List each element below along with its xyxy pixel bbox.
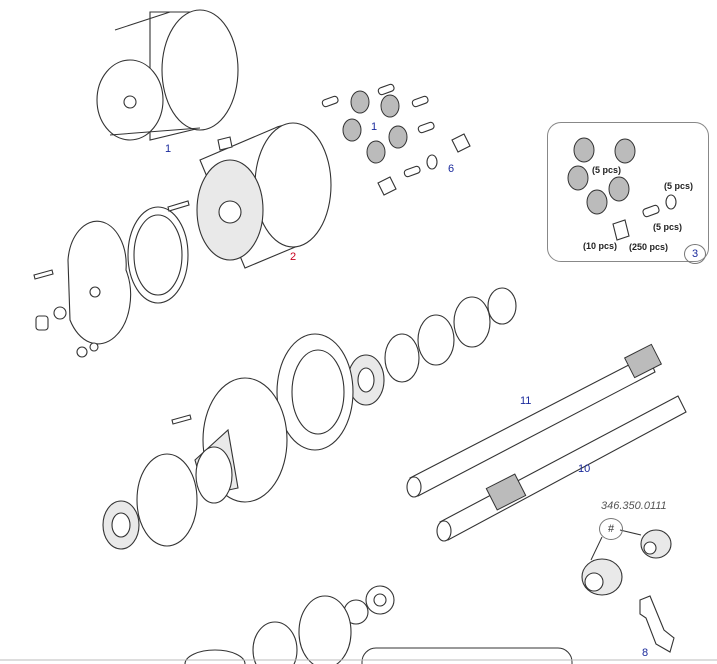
callout-1-rollers[interactable]: 1 [371, 121, 378, 133]
kit-inset-panel [547, 122, 709, 262]
callout-11[interactable]: 11 [520, 395, 532, 407]
qty-pin: (5 pcs) [653, 222, 683, 232]
callout-8[interactable]: 8 [642, 647, 649, 659]
part-number: 346.350.0111 [601, 500, 667, 512]
differential-parts[interactable] [581, 529, 675, 653]
plug[interactable] [35, 315, 49, 331]
inset-parts [567, 137, 677, 241]
partial-inset-frame [361, 647, 573, 664]
axle-shaft-11[interactable] [406, 343, 663, 498]
qty-small: (250 pcs) [629, 242, 669, 252]
callout-3[interactable]: 3 [684, 244, 706, 264]
callout-hash[interactable]: # [599, 518, 623, 540]
hub-housing-part[interactable] [96, 9, 239, 141]
bolt[interactable] [33, 269, 54, 280]
callout-2[interactable]: 2 [290, 251, 297, 263]
qty-plate: (10 pcs) [583, 241, 618, 251]
cover-plate[interactable] [67, 220, 132, 345]
lower-gears[interactable] [184, 585, 395, 664]
planet-carrier-part[interactable] [196, 122, 332, 269]
callout-10[interactable]: 10 [578, 463, 591, 475]
o-ring[interactable] [136, 453, 198, 547]
callout-6[interactable]: 6 [448, 163, 455, 175]
seal-rings[interactable] [276, 287, 517, 451]
callout-1-housing[interactable]: 1 [165, 143, 172, 155]
wheel-hub[interactable] [171, 377, 288, 504]
axle-shaft-10[interactable] [436, 395, 687, 542]
qty-rollers: (5 pcs) [592, 165, 622, 175]
gasket-inner [133, 214, 183, 296]
roller-set[interactable] [321, 83, 471, 196]
qty-ring: (5 pcs) [664, 181, 694, 191]
bolt[interactable] [167, 200, 190, 212]
